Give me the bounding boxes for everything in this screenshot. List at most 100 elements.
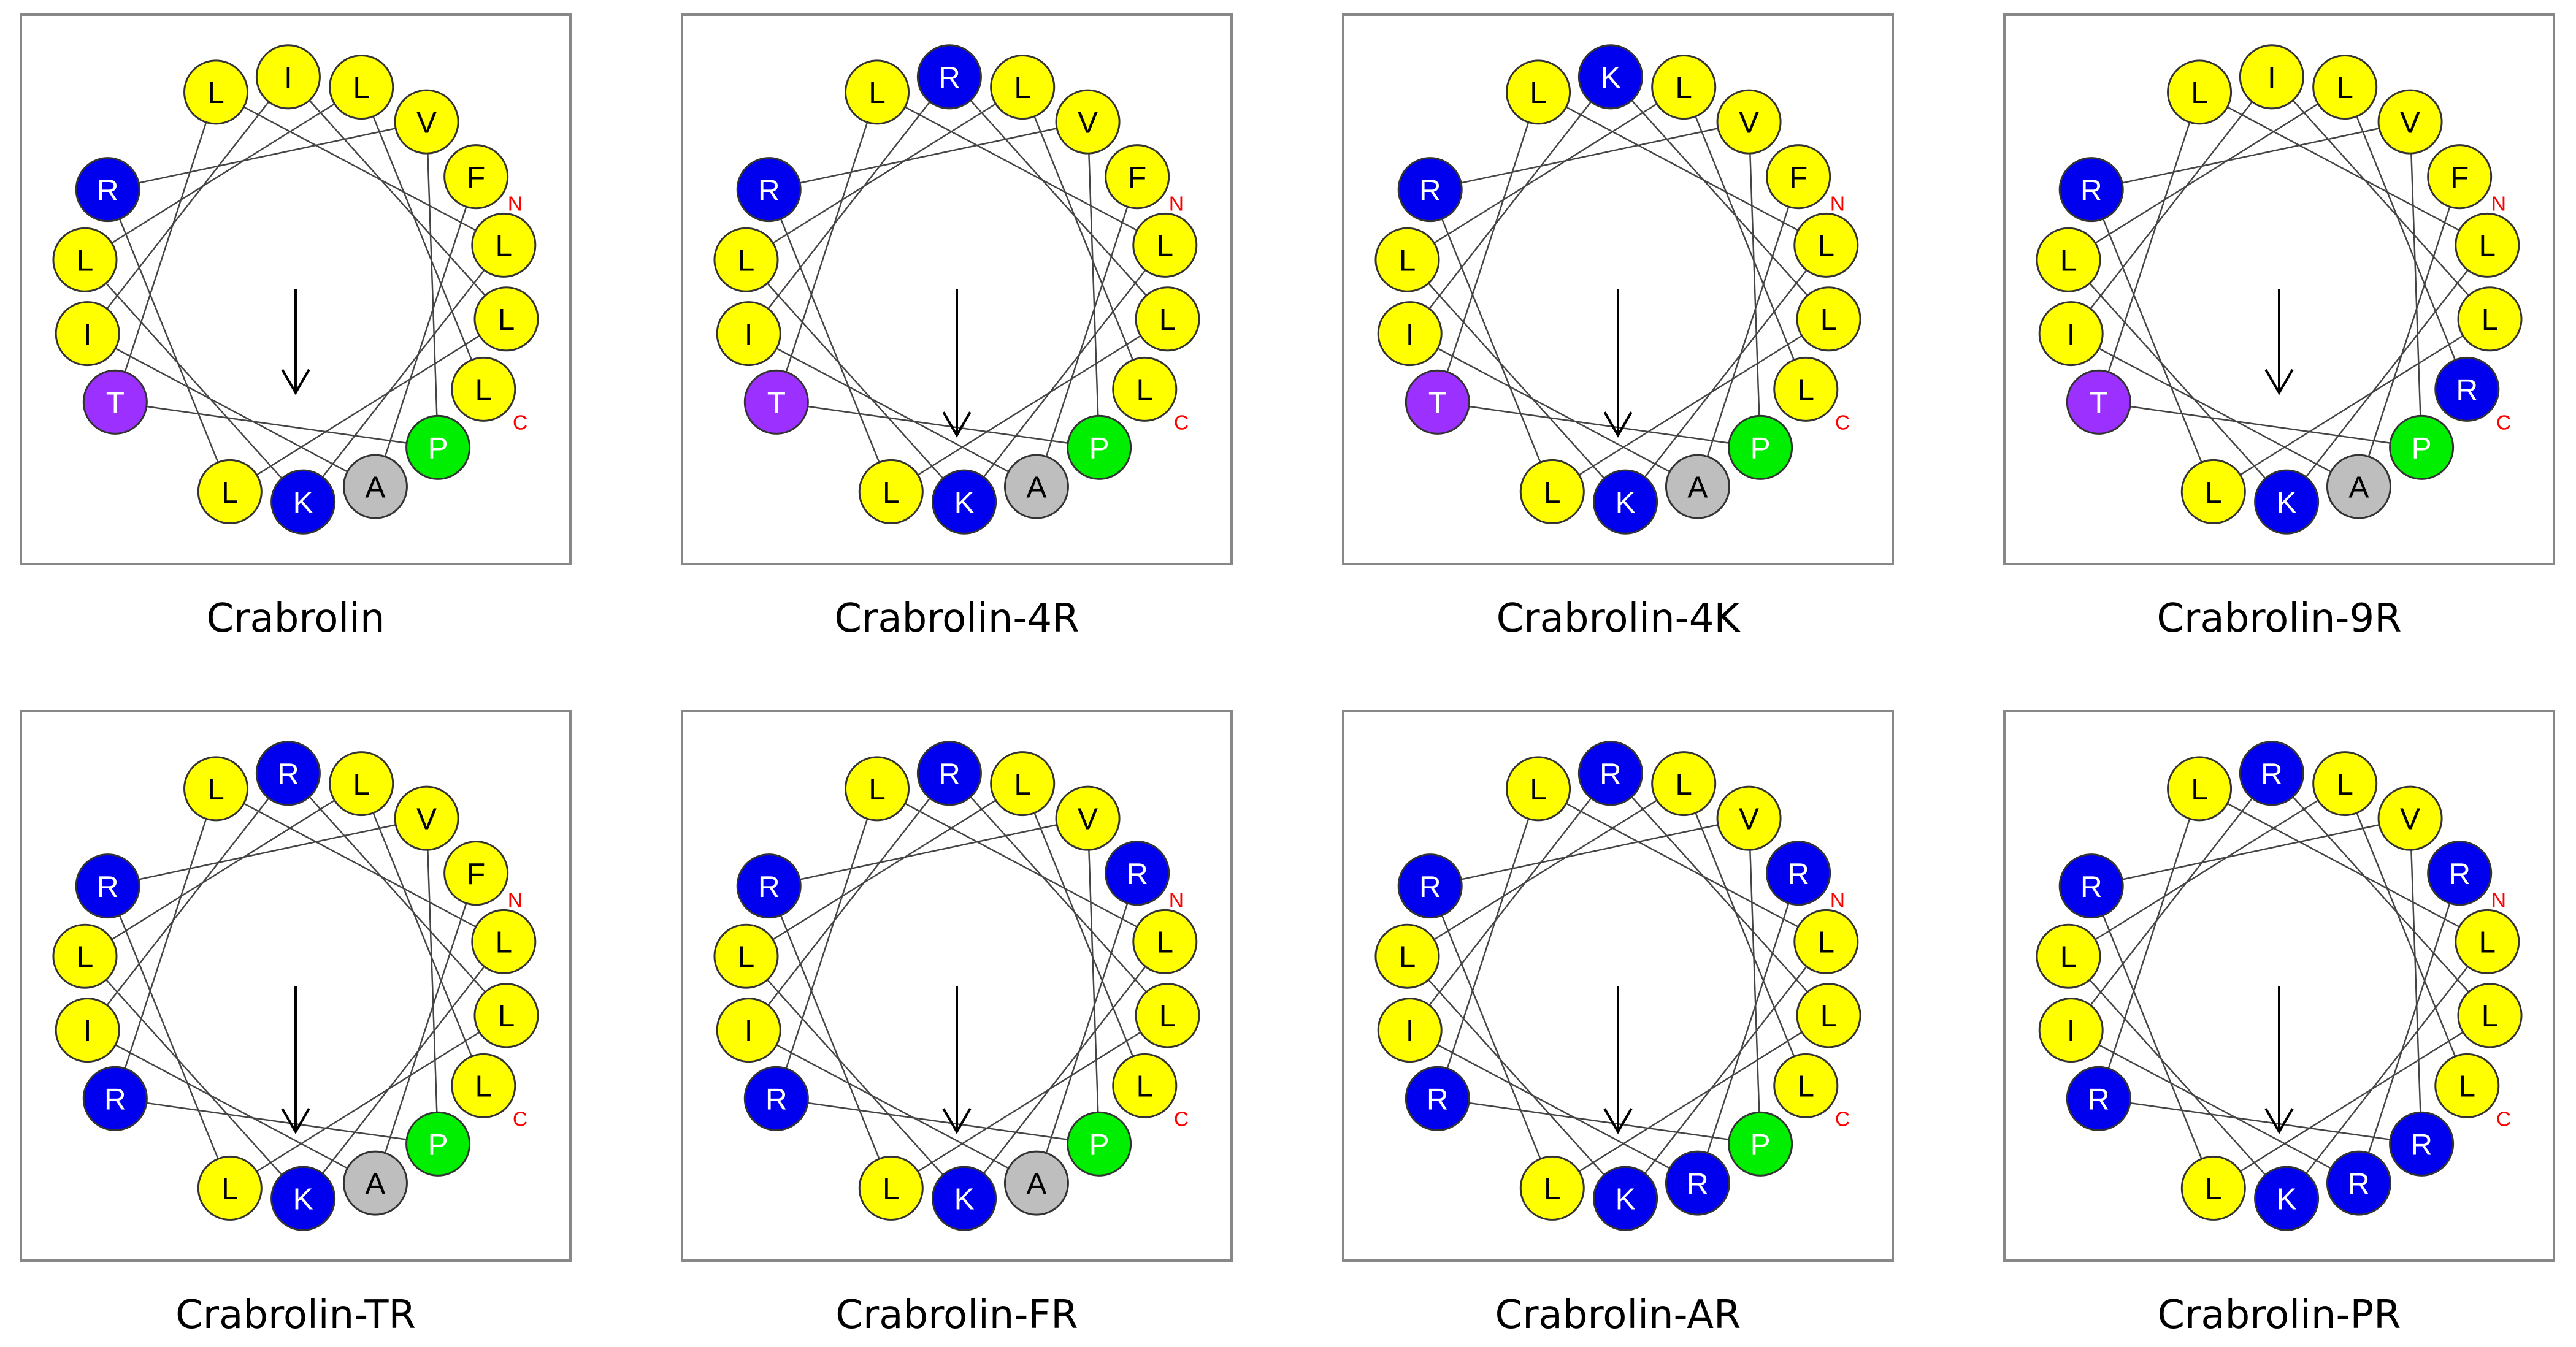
wheel-connector	[891, 318, 1168, 492]
residue-circle	[1055, 89, 1121, 155]
residue-circle	[2427, 841, 2493, 906]
wheel-connector	[2068, 955, 2288, 1199]
residue-letter: R	[97, 173, 119, 207]
residue-letter: R	[1687, 1166, 1709, 1200]
wheel-connector	[2098, 788, 2201, 1099]
residue-circle	[2038, 998, 2104, 1063]
residue-letter: T	[1428, 386, 1447, 420]
wheel-connector	[768, 885, 892, 1189]
wheel-connector	[1406, 955, 1627, 1199]
wheel-connector	[2213, 1015, 2491, 1189]
residue-circle	[1665, 454, 1730, 519]
residue-circle	[2180, 459, 2246, 524]
wheel-connector	[87, 333, 376, 487]
wheel-connector	[1437, 1097, 1761, 1145]
residue-letter: L	[2205, 475, 2222, 509]
residue-circle	[1716, 785, 1782, 851]
residue-circle	[2066, 369, 2131, 435]
residue-circle	[82, 369, 148, 435]
residue-letter: L	[1544, 1172, 1561, 1206]
residue-letter: P	[1089, 1128, 1110, 1162]
residue-letter: R	[2261, 757, 2283, 791]
residue-circle	[2167, 59, 2233, 125]
residue-letter: F	[1789, 160, 1807, 194]
residue-circle	[1377, 998, 1443, 1063]
wheel-connector	[84, 955, 304, 1199]
wheel-connector	[2070, 76, 2272, 334]
residue-letter: T	[2090, 386, 2108, 420]
residue-circle	[990, 55, 1056, 120]
residue-circle	[2377, 89, 2443, 155]
residue-letter: P	[428, 1128, 448, 1162]
residue-circle	[82, 1066, 148, 1131]
residue-letter: L	[1818, 229, 1835, 263]
residue-circle	[2326, 1150, 2391, 1216]
residue-letter: I	[83, 1013, 92, 1048]
wheel-connector	[776, 401, 1100, 449]
residue-circle	[2455, 909, 2520, 974]
wheel-connector	[1625, 941, 1827, 1199]
residue-letter: R	[97, 869, 119, 904]
residue-circle	[405, 414, 471, 480]
moment-arrow-head	[281, 1108, 310, 1134]
residue-circle	[2457, 286, 2523, 352]
residue-letter: P	[2412, 431, 2432, 465]
wheel-connector	[115, 1097, 439, 1145]
residue-letter: P	[1089, 431, 1110, 465]
residue-circle	[2457, 983, 2523, 1048]
wheel-connector	[1409, 333, 1698, 487]
residue-letter: L	[1157, 229, 1174, 263]
residue-letter: L	[2482, 302, 2499, 337]
residue-circle	[916, 44, 982, 110]
residue-letter: L	[2479, 229, 2496, 263]
residue-circle	[736, 853, 802, 919]
wheel-connector	[1748, 818, 1761, 1144]
wheel-connector	[426, 121, 439, 448]
wheel-connector	[215, 788, 504, 942]
residue-letter: L	[883, 1172, 900, 1206]
residue-letter: R	[765, 1082, 788, 1116]
residue-letter: I	[745, 1013, 753, 1048]
wheel-connector	[1429, 885, 1553, 1189]
residue-letter: A	[1026, 1166, 1046, 1200]
residue-circle	[1105, 144, 1170, 210]
n-terminus-label: N	[1830, 890, 1845, 912]
wheel-connector	[2271, 76, 2491, 320]
wheel-connector	[745, 783, 1023, 957]
residue-letter: L	[77, 940, 94, 974]
panel-caption: Crabrolin-4K	[1496, 596, 1740, 641]
wheel-connector	[107, 121, 427, 191]
panel-caption: Crabrolin-FR	[835, 1292, 1078, 1338]
wheel-connector	[2068, 259, 2288, 503]
residue-letter: L	[1530, 772, 1547, 806]
residue-circle	[1766, 841, 1831, 906]
wheel-connector	[229, 318, 507, 492]
residue-circle	[1651, 751, 1717, 817]
residue-circle	[197, 1155, 263, 1221]
moment-arrow-head	[942, 411, 972, 438]
residue-letter: K	[293, 1182, 313, 1216]
residue-letter: L	[2060, 243, 2077, 278]
residue-letter: R	[2348, 1166, 2370, 1200]
wheel-connector	[1406, 259, 1627, 503]
residue-circle	[1105, 841, 1170, 906]
residue-letter: A	[2348, 470, 2369, 504]
wheel-connector	[2199, 788, 2488, 942]
wheel-connector	[2091, 817, 2410, 887]
residue-letter: P	[1750, 1128, 1771, 1162]
wheel-connector	[1409, 773, 1611, 1031]
residue-letter: A	[365, 1166, 385, 1200]
wheel-connector	[107, 189, 231, 492]
residue-letter: L	[498, 302, 515, 337]
wheel-connector	[748, 333, 1037, 487]
residue-letter: R	[1600, 757, 1622, 791]
wheel-connector	[107, 885, 231, 1189]
residue-letter: L	[1820, 302, 1838, 337]
c-terminus-label: C	[1835, 411, 1850, 434]
moment-arrow-head	[281, 368, 310, 395]
n-terminus-label: N	[1830, 193, 1845, 216]
wheel-connector	[775, 91, 878, 403]
residue-circle	[183, 756, 249, 822]
wheel-connector	[361, 86, 485, 390]
